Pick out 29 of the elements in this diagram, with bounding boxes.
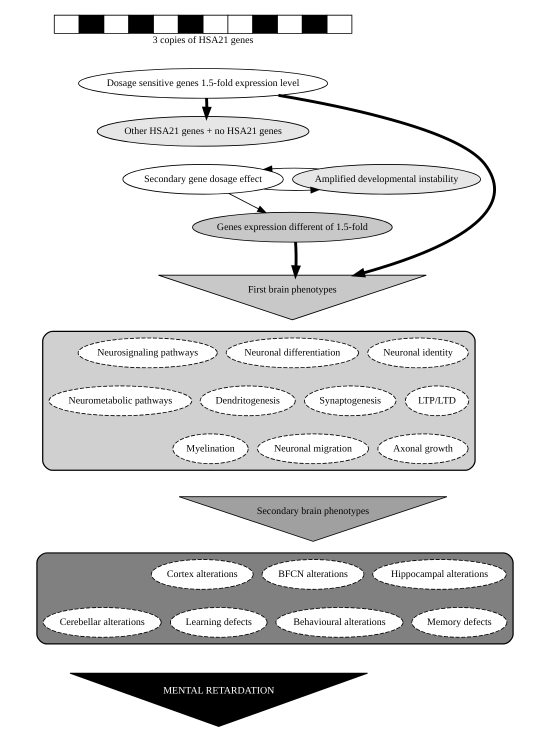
node-ellipse: Hippocampal alterations — [372, 559, 506, 590]
node-ellipse: Cortex alterations — [150, 559, 254, 590]
arrow — [290, 242, 300, 280]
arrow — [228, 193, 267, 214]
node-ellipse: Learning defects — [170, 607, 268, 638]
node-ellipse: Axonal growth — [376, 433, 468, 464]
node-ellipse: Dosage sensitive genes 1.5-fold expression level — [78, 68, 328, 99]
node-ellipse: Synaptogenesis — [304, 386, 396, 416]
arrow — [262, 186, 320, 194]
node-ellipse: Myelination — [172, 433, 248, 464]
node-ellipse: Cerebellar alterations — [42, 607, 162, 638]
node-ellipse: Dendritogenesis — [199, 386, 296, 416]
arrow — [278, 94, 496, 278]
node-ellipse: BFCN alterations — [261, 559, 364, 590]
node-ellipse: Behavioural alterations — [275, 607, 403, 638]
node-ellipse: Neuronal identity — [366, 338, 468, 368]
node-ellipse: LTP/LTD — [404, 386, 469, 416]
node-ellipse: Memory defects — [410, 607, 507, 638]
node-ellipse: Other HSA21 genes + no HSA21 genes — [96, 116, 309, 147]
arrow — [201, 98, 212, 121]
node-ellipse: Neurometabolic pathways — [48, 386, 192, 416]
cluster — [42, 330, 476, 471]
arrow — [262, 165, 320, 172]
node-ellipse: Neuronal migration — [256, 433, 368, 464]
node-ellipse: Neurosignaling pathways — [77, 338, 218, 368]
node-ellipse: Genes expression different of 1.5-fold — [192, 212, 392, 243]
node-ellipse: Neuronal differentiation — [225, 338, 358, 368]
cluster — [36, 552, 514, 644]
node-label: 3 copies of HSA21 genes — [152, 34, 253, 46]
